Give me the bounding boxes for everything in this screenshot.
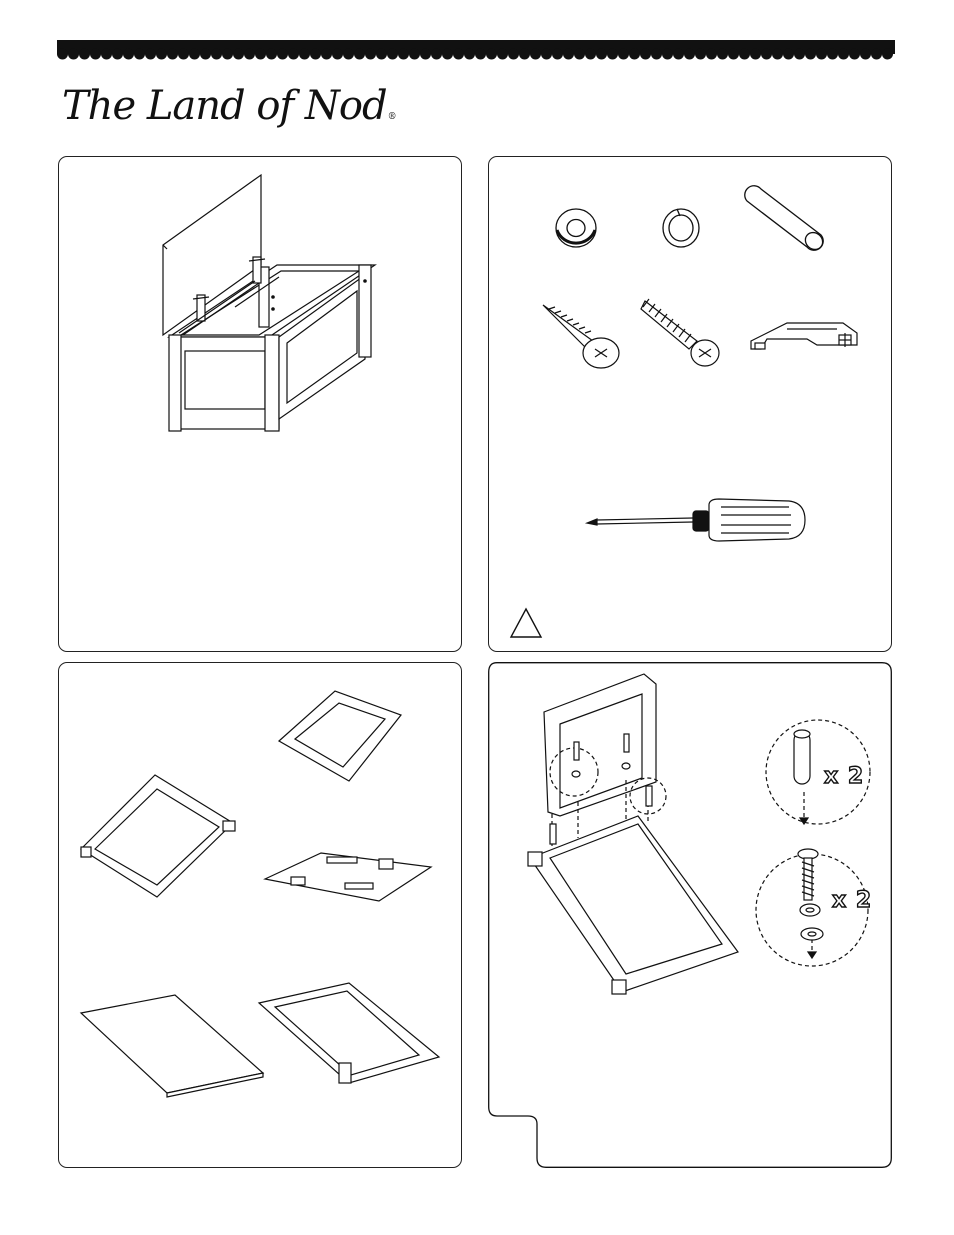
part-back-frame — [259, 983, 439, 1083]
part-bottom-panel — [265, 853, 431, 901]
panel-assembly-step: x 2 x 2 — [488, 662, 892, 1168]
dowel-quantity: x 2 — [824, 764, 864, 789]
warning-symbol: ! — [523, 621, 527, 633]
panel-finished-product — [58, 156, 462, 652]
assembly-step-illustration — [488, 662, 892, 1168]
brand-logo-text: The Land of Nod — [62, 83, 387, 129]
panel-hardware: ! — [488, 156, 892, 652]
part-lid — [81, 995, 263, 1097]
parts-layout-illustration — [59, 663, 463, 1169]
scalloped-header-band — [57, 40, 895, 64]
lock-washer-icon — [657, 205, 705, 251]
screw-quantity: x 2 — [832, 888, 872, 913]
screw-detail — [798, 849, 823, 940]
dowel-detail — [794, 730, 810, 784]
flat-washer-icon — [549, 205, 603, 251]
part-front-frame — [81, 775, 235, 897]
wood-screw-icon — [539, 297, 625, 373]
machine-screw-icon — [639, 293, 729, 373]
phillips-screwdriver-icon — [585, 497, 809, 543]
panel-parts — [58, 662, 462, 1168]
assembled-toy-box-illustration — [59, 157, 463, 653]
part-side-frame — [279, 691, 401, 781]
brand-logo: The Land of Nod® — [62, 86, 396, 126]
wood-dowel-icon — [739, 189, 835, 257]
lid-hinge-icon — [747, 317, 863, 357]
registered-mark: ® — [388, 112, 396, 122]
